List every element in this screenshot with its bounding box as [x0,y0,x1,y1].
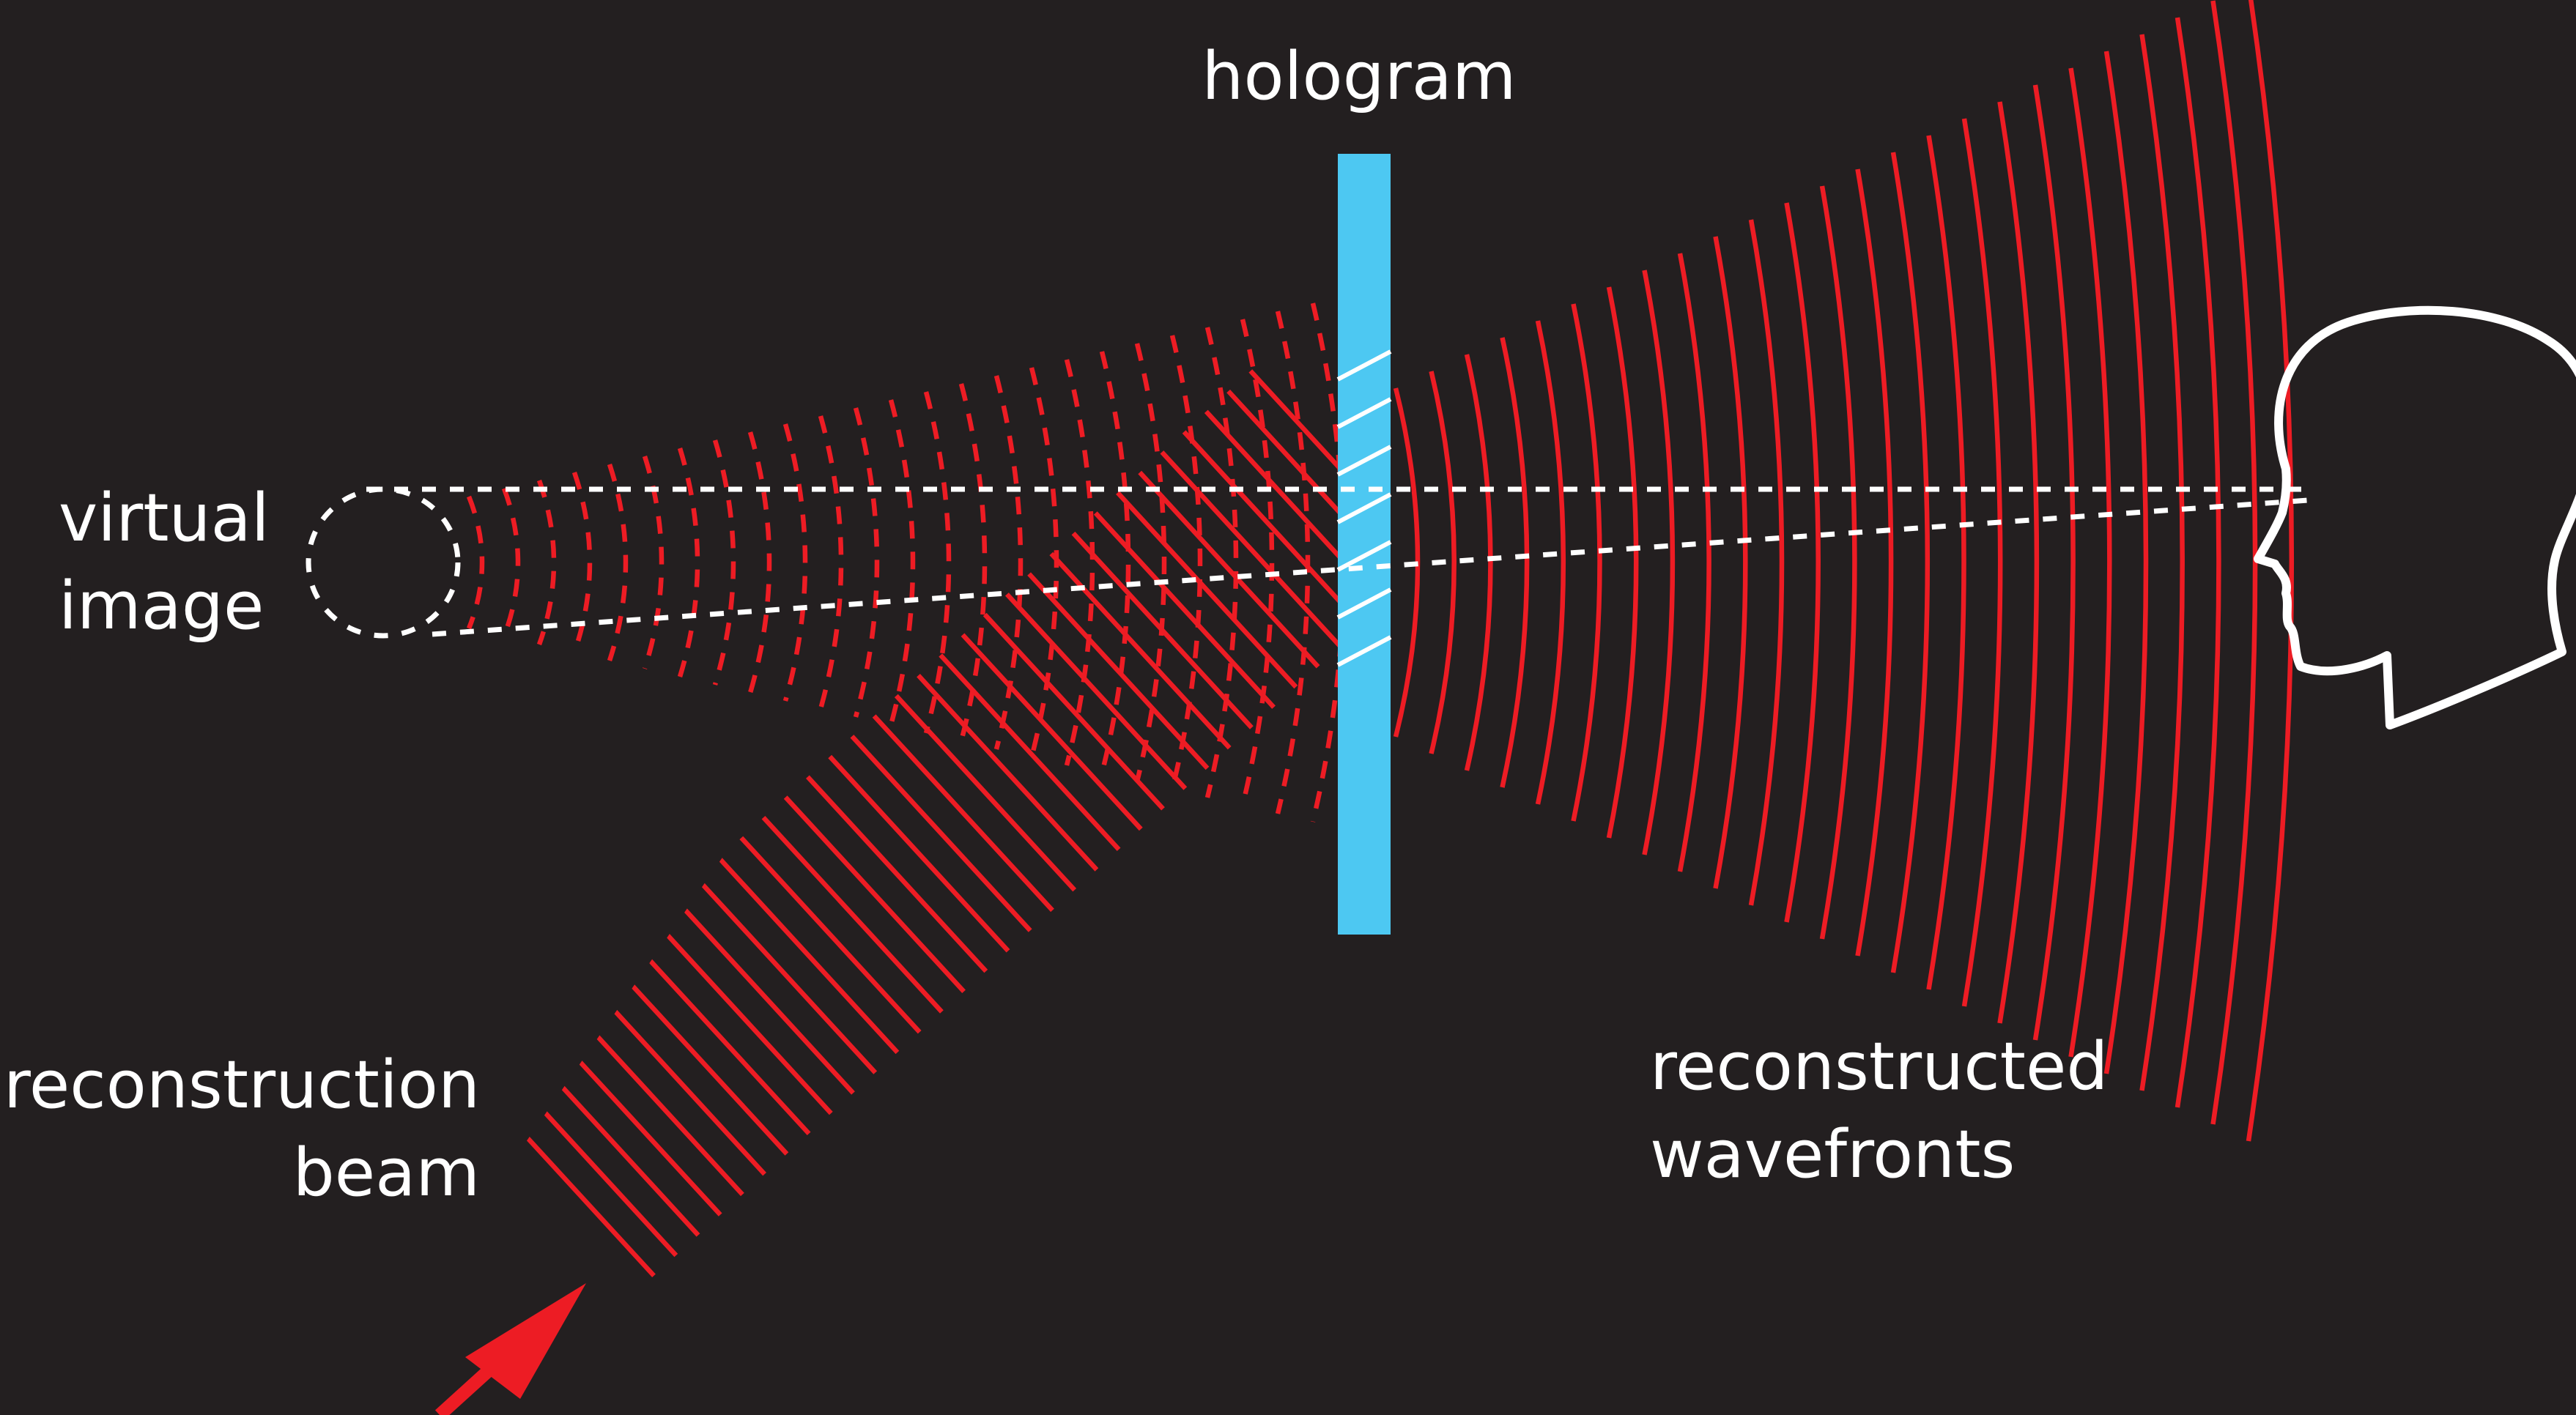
reconstructed-wavefront [1713,236,1748,889]
virtual-image-marker [306,486,461,639]
hologram-fringe [1336,492,1392,524]
beam-wavefront [982,612,1165,811]
beam-wavefront [1182,430,1348,628]
beam-wavefront [629,937,811,1135]
beam-wavefront [1204,409,1348,608]
beam-wavefront [673,896,855,1095]
reconstructed-wavefront [2246,0,2295,1142]
virtual-wavefront [747,431,772,694]
hologram-fringe [1336,349,1392,382]
virtual-wavefront [1240,319,1275,806]
virtual-wavefront [712,439,736,686]
beam-wavefront [917,674,1099,872]
beam-wavefront [761,816,944,1014]
virtual-wavefront [993,375,1024,750]
virtual-wavefront [853,407,880,718]
reconstructed-wavefront [1926,135,1966,990]
reconstructed-wavefront [1890,152,1931,973]
virtual-wavefront [536,479,557,646]
reconstructed-wavefront [1748,219,1785,906]
beam-wavefront [850,735,1032,932]
virtual-image-label-line2: image [59,568,264,645]
beam-wavefront [739,836,922,1034]
reconstructed-wavefront [1535,320,1566,805]
beam-wavefront [1116,491,1298,689]
beam-wavefront [1027,572,1210,770]
reconstructed-wavefront [2103,51,2149,1074]
virtual-wavefront [1029,367,1059,758]
beam-wavefront [717,856,900,1055]
virtual-wavefront [501,487,521,638]
virtual-wavefront [571,471,593,654]
hologram-fringe [1336,587,1392,620]
beam-wavefront [1093,511,1276,709]
virtual-wavefront [1204,327,1239,798]
hologram-fringes [1336,349,1392,667]
virtual-image-label-line1: virtual [59,480,270,557]
reconstructed-wavefront [2068,67,2112,1058]
beam-wavefront [806,775,988,973]
beam-wavefront [961,633,1143,831]
head-profile-icon [2254,305,2576,729]
hologram-label: hologram [1202,38,1516,115]
hologram-fringe [1336,635,1392,667]
reconstructed-wavefront [1855,168,1894,957]
beam-wavefront [783,795,966,993]
reconstructed-wavefront [1997,101,2040,1024]
sight-line-bottom [432,497,2309,637]
reconstructed-wavefront [1961,118,2003,1007]
virtual-wavefront [1134,343,1167,782]
reconstructed-wavefronts-label-line2: wavefronts [1650,1116,2015,1193]
hologram-fringe [1336,397,1392,429]
virtual-wavefront [782,423,808,702]
reconstructed-wavefront [2139,34,2185,1091]
beam-wavefront [651,917,833,1115]
reconstructed-wavefront [1500,337,1530,788]
arrow-icon [434,1283,586,1415]
beam-wavefront [584,978,766,1176]
virtual-wavefront [958,383,988,742]
virtual-wavefront [607,463,629,662]
hologram-fringe [1336,540,1392,572]
beam-wavefront [695,877,878,1074]
reconstructed-wavefront [1429,371,1457,754]
beam-wavefront [939,653,1121,851]
virtual-wavefront [1275,311,1311,814]
virtual-wavefront [888,399,916,726]
beam-wavefront [1138,470,1320,669]
reconstruction-beam-label-line2: beam [293,1134,480,1211]
virtual-wavefronts [466,302,1347,822]
reconstructed-wavefront [2032,84,2076,1041]
reconstructed-wavefront [1464,354,1493,771]
reconstructed-wavefront [1606,286,1639,839]
beam-wavefront [828,754,1010,953]
virtual-wavefront [1169,335,1203,790]
reconstructed-wavefront [1571,303,1602,822]
reconstructed-wavefront [1677,253,1711,872]
hologram-fringe [1336,445,1392,477]
beam-wavefront [1160,450,1342,648]
beam-wavefront [513,1080,656,1277]
reconstruction-beam-label-line1: reconstruction [4,1047,480,1124]
virtual-wavefront [923,391,952,734]
virtual-wavefront [818,415,844,710]
reconstructed-wavefronts-label-line1: reconstructed [1650,1028,2108,1105]
beam-wavefront [872,714,1054,913]
reconstruction-beam-wavefronts [513,369,1348,1359]
reconstructed-wavefront [1819,185,1857,940]
reconstructed-wavefront [1642,270,1676,855]
beam-wavefront [607,958,789,1156]
beam-wavefront [1005,593,1188,790]
reconstructed-wavefront [1784,202,1821,923]
reconstructed-wavefronts [1393,0,2295,1142]
virtual-wavefront [677,447,700,677]
reconstructed-wavefront [2210,0,2258,1125]
virtual-wavefront [466,495,485,630]
virtual-wavefront [1064,359,1095,766]
reconstructed-wavefront [2175,17,2221,1108]
virtual-wavefront [642,456,665,669]
